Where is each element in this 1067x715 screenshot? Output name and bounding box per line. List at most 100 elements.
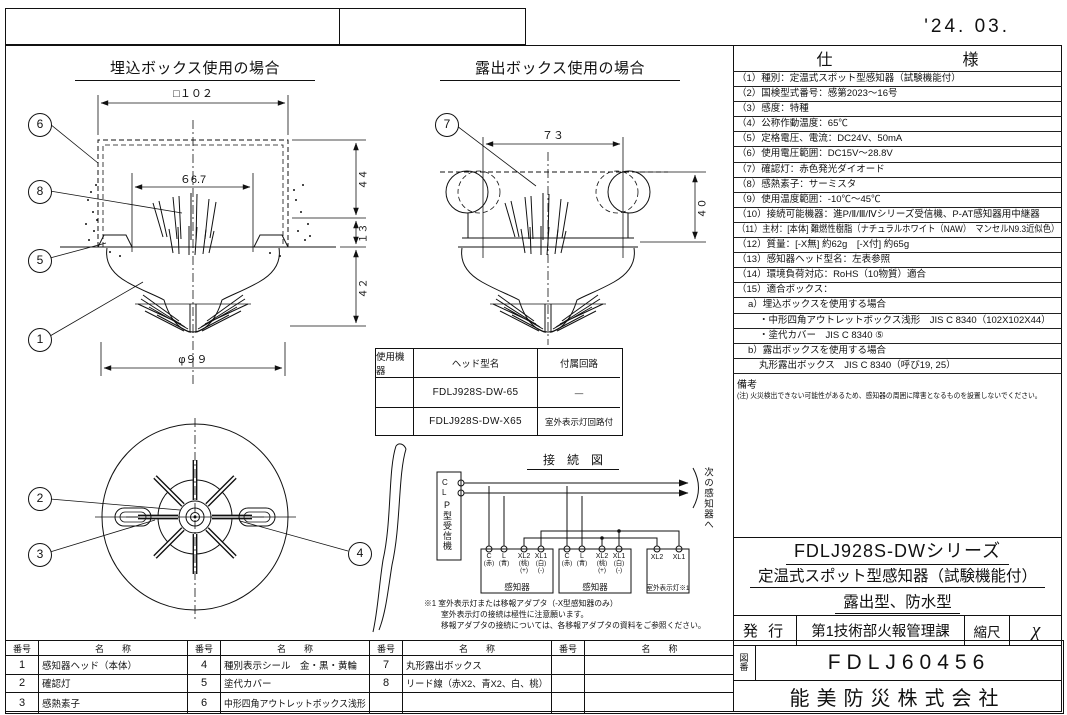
parts-header-no: 番号 [6, 641, 39, 656]
parts-name: リード線（赤X2、青X2、白、桃） [403, 674, 552, 693]
revision-box-right [339, 8, 526, 45]
balloon-4: 4 [348, 542, 372, 566]
terminal-name: XL1 [612, 553, 626, 560]
parts-header-no: 番号 [188, 641, 221, 656]
dim-42: ４２ [358, 278, 370, 299]
spec-row-text: （2）国検型式番号：感第2023～16号 [737, 88, 898, 100]
series-title: FDLJ928S-DWシリーズ [733, 537, 1062, 565]
terminal-pol: (-) [537, 567, 545, 574]
head-table-cell-text: 室外表示灯回路付 [544, 416, 613, 427]
terminal-pol: (+) [520, 567, 528, 574]
parts-name: 中形四角アウトレットボックス浅形 [221, 693, 370, 713]
connection-note-1: ※1 室外表示灯または移報アダプタ（-X型感知器のみ） [424, 599, 618, 608]
parts-header-name: 名 称 [221, 641, 370, 656]
remarks-note: (注) 火災検出できない可能性があるため、感知器の周囲に障害となるものを設置しな… [737, 391, 1042, 400]
spec-row: （12）質量：[-X無] 約62g [-X付] 約65g [733, 238, 1062, 254]
parts-name-text: 確認灯 [42, 679, 71, 691]
terminal-color: (白) [535, 560, 547, 567]
parts-no [552, 674, 585, 693]
terminal-color: (桃) [518, 560, 530, 567]
product-title: 定温式スポット型感知器（試験機能付） [733, 563, 1062, 589]
terminal-name: XL1 [534, 553, 548, 560]
parts-no: 8 [370, 674, 403, 693]
terminal-color: (青) [576, 560, 588, 567]
terminal-label: XL1 [666, 554, 692, 561]
head-device [376, 408, 414, 435]
spec-row: （3）感度：特種 [733, 102, 1062, 118]
terminal-label: XL2 [644, 554, 670, 561]
terminal-label: C(赤) [554, 553, 580, 567]
spec-row-text: （7）確認灯：赤色発光ダイオード [737, 163, 885, 175]
parts-name-text: 丸形露出ボックス [406, 660, 482, 672]
spec-row: a）埋込ボックスを使用する場合 [733, 298, 1062, 314]
spec-row: b）露出ボックスを使用する場合 [733, 344, 1062, 359]
spec-row-text: b）露出ボックスを使用する場合 [748, 344, 886, 356]
issue-row: 発 行 第1技術部火報管理課 縮尺 χ [733, 615, 1062, 645]
terminal-color: (桃) [596, 560, 608, 567]
terminal-name: XL2 [595, 553, 609, 560]
spec-row-text: （10）接続可能機器：進P/Ⅱ/Ⅲ/Ⅳシリーズ受信機、P-AT感知器用中継器 [737, 208, 1040, 220]
drawing-frame [5, 45, 1062, 712]
scale-value: χ [1031, 619, 1041, 641]
company-name-text: 能美防災株式会社 [789, 688, 1006, 710]
parts-name: 丸形露出ボックス [403, 656, 552, 675]
drawing-number-label: 図 番 [733, 646, 756, 680]
spec-row: （4）公称作動温度：65℃ [733, 117, 1062, 133]
parts-name [585, 656, 734, 675]
parts-name: 感熱素子 [39, 693, 188, 713]
spec-row: （15）適合ボックス： [733, 283, 1062, 299]
terminal-name: C [486, 553, 492, 560]
spec-row-text: （15）適合ボックス： [737, 284, 833, 296]
next-detector-label: 次の感知器へ [702, 467, 713, 530]
balloon-7: 7 [435, 113, 459, 137]
terminal-color: (白) [613, 560, 625, 567]
parts-name [585, 693, 734, 713]
terminal-name: C [564, 553, 570, 560]
parts-name-text: リード線（赤X2、青X2、白、桃） [406, 679, 548, 691]
parts-header-no: 番号 [370, 641, 403, 656]
head-model-name: FDLJ928S-DW-X65 [414, 408, 538, 435]
dim-13: １３ [358, 223, 370, 244]
parts-name-text: 感知器ヘッド（本体） [42, 660, 138, 672]
detector2-label: 感知器 [582, 582, 608, 592]
terminal-label: XL2(桃)(+) [511, 553, 537, 574]
terminal-label: XL1(白)(-) [528, 553, 554, 574]
spec-row-text: （1）種別：定温式スポット型感知器（試験機能付） [737, 73, 961, 84]
spec-row-text: （6）使用電圧範囲：DC15V～28.8V [737, 148, 893, 160]
balloon-6: 6 [28, 113, 52, 137]
issue-label: 発 行 [733, 616, 797, 645]
parts-header-no: 番号 [552, 641, 585, 656]
series-title-text: FDLJ928S-DWシリーズ [785, 537, 1010, 565]
parts-name-text: 感熱素子 [42, 699, 81, 710]
issue-dept: 第1技術部火報管理課 [797, 616, 965, 645]
terminal-color: (青) [498, 560, 510, 567]
terminal-pol: (+) [598, 567, 606, 574]
head-device [376, 378, 414, 408]
spec-row-text: （4）公称作動温度：65℃ [737, 118, 848, 130]
receiver-terminal-l: L [442, 488, 447, 497]
dim-44: ４４ [358, 169, 370, 190]
terminal-color: (赤) [561, 560, 573, 567]
date-stamp: '24. 03. [924, 16, 1010, 37]
connection-note-3: 移報アダプタの接続については、各移報アダプタの資料をご参照ください。 [441, 621, 706, 630]
spec-title-left: 仕 [816, 52, 833, 69]
remarks-label: 備考 [737, 380, 757, 391]
parts-no: 5 [188, 674, 221, 693]
spec-row-text: （12）質量：[-X無] 約62g [-X付] 約65g [737, 239, 910, 251]
receiver-terminal-c: C [442, 478, 448, 487]
parts-name-text: 種別表示シール 金・黒・黄輪 [224, 660, 358, 672]
spec-rows: （1）種別：定温式スポット型感知器（試験機能付） （2）国検型式番号：感第2023… [733, 72, 1062, 374]
spec-row: （10）接続可能機器：進P/Ⅱ/Ⅲ/Ⅳシリーズ受信機、P-AT感知器用中継器 [733, 208, 1062, 223]
spec-row: ・塗代カバー JIS C 8340 ⑤ [733, 329, 1062, 344]
spec-row: （7）確認灯：赤色発光ダイオード [733, 163, 1062, 178]
parts-header-name: 名 称 [585, 641, 734, 656]
parts-no: 4 [188, 656, 221, 675]
head-table-header: ヘッド型名 [414, 349, 538, 378]
outdoor-lamp-label: 室外表示灯※1 [646, 585, 690, 592]
spec-row: （2）国検型式番号：感第2023～16号 [733, 87, 1062, 103]
spec-row-text: （14）環境負荷対応：RoHS（10物質）適合 [737, 269, 926, 281]
revision-box-left [5, 8, 340, 45]
